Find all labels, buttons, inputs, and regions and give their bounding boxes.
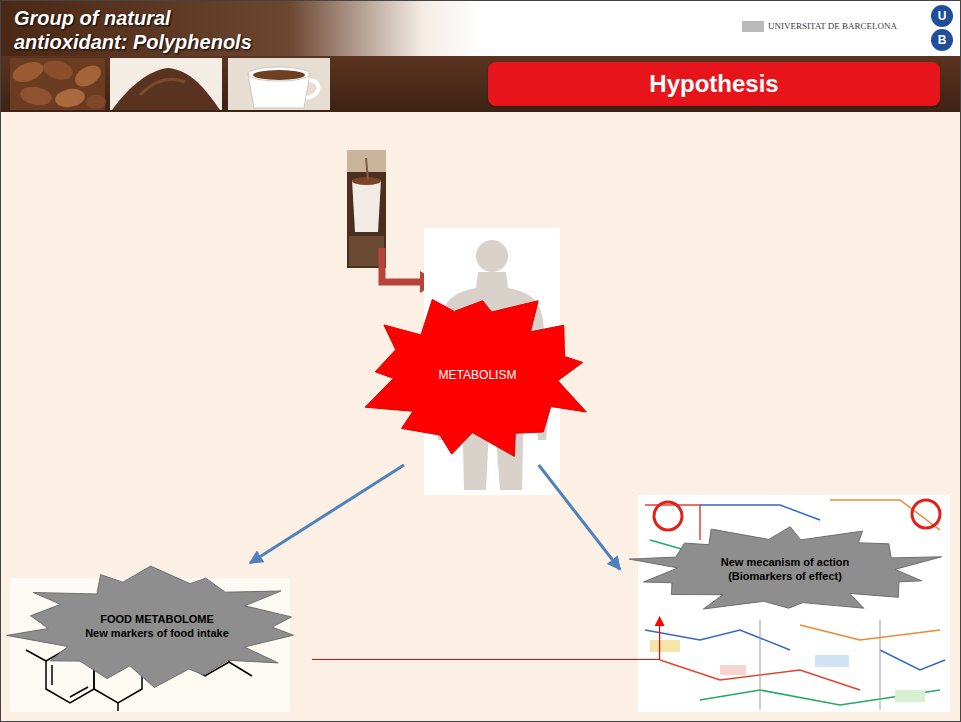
cocoa-powder-photo xyxy=(110,58,222,110)
metabolism-burst: METABOLISM xyxy=(355,285,600,465)
burst-shape xyxy=(365,299,586,456)
intake-arrow xyxy=(382,248,422,282)
node-content: FOOD METABOLOMENew markers of food intak… xyxy=(2,563,312,690)
slide-header: Group of natural antioxidant: Polyphenol… xyxy=(14,6,289,54)
title-bar: Hypothesis xyxy=(488,62,940,106)
burst-shape xyxy=(629,527,941,609)
logo-circle xyxy=(931,29,953,51)
flow-arrow xyxy=(250,465,404,563)
logo-letter: B xyxy=(932,32,952,48)
burst-text: (Biomarkers of effect) xyxy=(728,570,842,583)
burst-shape xyxy=(7,566,294,687)
food-metabolome-burst: FOOD METABOLOMENew markers of food intak… xyxy=(2,563,312,690)
node-content: METABOLISM xyxy=(355,285,600,465)
node-content: New mecanism of action(Biomarkers of eff… xyxy=(620,522,950,617)
logo-circle xyxy=(931,5,953,27)
cup-photo xyxy=(228,58,330,110)
university-name: UNIVERSITAT DE BARCELONA xyxy=(768,21,897,32)
logo-emblem xyxy=(742,21,764,32)
photo-band xyxy=(0,56,961,112)
link-arrow xyxy=(312,617,660,660)
slide-title: Hypothesis xyxy=(649,70,778,98)
burst-text: New mecanism of action xyxy=(721,556,849,569)
burst-text: New markers of food intake xyxy=(85,627,229,640)
burst-text: METABOLISM xyxy=(439,368,517,382)
logo-letter: U xyxy=(932,8,952,24)
burst-text: FOOD METABOLOME xyxy=(100,613,213,626)
mechanism-burst: New mecanism of action(Biomarkers of eff… xyxy=(620,522,950,617)
flow-arrow xyxy=(539,465,620,570)
header-band xyxy=(0,0,961,56)
cocoa-beans-photo xyxy=(10,57,106,110)
